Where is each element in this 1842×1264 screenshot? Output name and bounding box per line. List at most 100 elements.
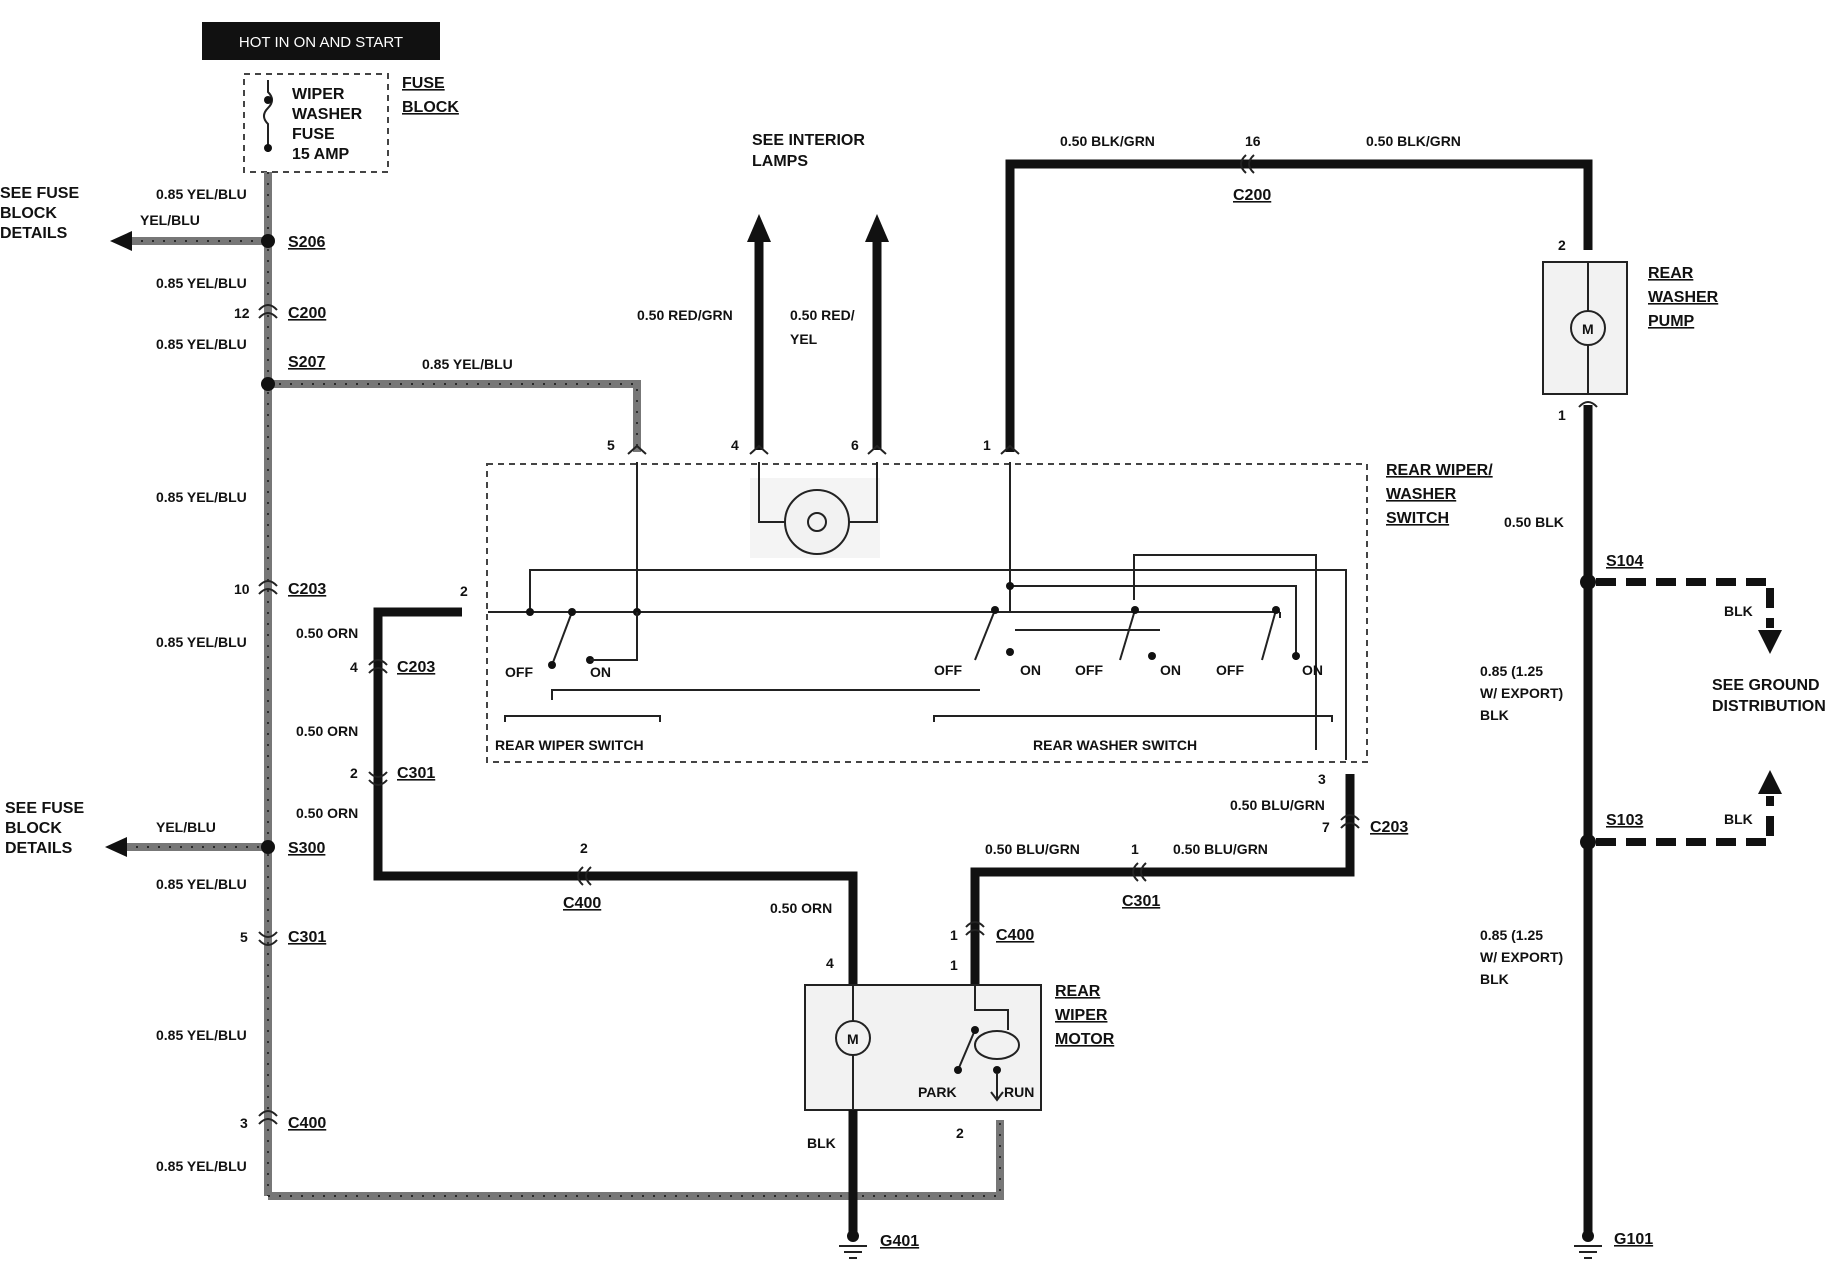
connector-c301-icon — [258, 931, 278, 946]
wire-label: YEL/BLU — [156, 819, 216, 835]
pin-label: 12 — [234, 305, 250, 321]
pin-label: 4 — [350, 659, 358, 675]
wire-label: 0.85 YEL/BLU — [156, 186, 247, 202]
wire-label: 0.50 ORN — [296, 805, 358, 821]
switch-internal-bus — [529, 569, 1347, 760]
arrow-down-icon — [990, 1091, 1004, 1102]
connector-label: C301 — [1122, 893, 1160, 910]
wire-label: 0.50 BLU/GRN — [1230, 797, 1325, 813]
pump-component-label: WASHER — [1648, 289, 1719, 306]
see-fuse-block-label: BLOCK — [5, 820, 62, 837]
pin-label: 2 — [350, 765, 358, 781]
arrow-down-icon — [1758, 630, 1782, 654]
wire-label: 0.85 YEL/BLU — [156, 1158, 247, 1174]
ground-label: G401 — [880, 1233, 919, 1250]
pin-connector-icon — [867, 444, 887, 455]
see-ground-distribution-label: SEE GROUND — [1712, 677, 1820, 694]
pin-label: 4 — [731, 437, 739, 453]
rear-wiper-washer-switch-box — [486, 463, 1368, 763]
wire-label: 0.50 RED/ — [790, 307, 855, 323]
switch-component-label: SWITCH — [1386, 510, 1449, 527]
pump-motor-symbol: M — [1582, 321, 1594, 337]
wire-label: 0.85 YEL/BLU — [156, 634, 247, 650]
blk-grn-wire — [1005, 159, 1593, 452]
switch-contact — [1131, 606, 1139, 614]
park-switch-blade — [957, 1029, 976, 1071]
connector-c203-icon — [368, 659, 388, 674]
wire-label: 0.50 BLK/GRN — [1060, 133, 1155, 149]
pin-label: 7 — [1322, 819, 1330, 835]
pin-label: 2 — [460, 583, 468, 599]
connector-label: C203 — [288, 581, 326, 598]
pump-component-label: REAR — [1648, 265, 1694, 282]
connector-c203-icon — [1340, 814, 1360, 829]
motor-contact — [971, 1026, 979, 1034]
switch-position-label: OFF — [934, 662, 962, 678]
motor-contact — [954, 1066, 962, 1074]
splice-s104 — [1580, 574, 1596, 590]
switch-component-label: REAR WIPER/ — [1386, 462, 1493, 479]
switch-position-label: OFF — [1216, 662, 1244, 678]
motor-component-label: REAR — [1055, 983, 1101, 1000]
arrow-left-icon — [110, 231, 132, 251]
park-label: PARK — [918, 1084, 957, 1100]
wire-label: 0.85 (1.25 — [1480, 927, 1543, 943]
rear-washer-switch-label: REAR WASHER SWITCH — [1033, 737, 1197, 753]
switch-internal-bus — [551, 689, 980, 700]
switch-position-label: ON — [1302, 662, 1323, 678]
switch-position-label: ON — [1160, 662, 1181, 678]
ground-g101-icon — [1582, 1230, 1594, 1242]
wire-label: BLK — [1724, 603, 1753, 619]
header-text: HOT IN ON AND START — [239, 34, 403, 51]
switch-position-label: OFF — [1075, 662, 1103, 678]
motor-contact — [993, 1066, 1001, 1074]
splice-s207 — [261, 377, 275, 391]
wire-label: W/ EXPORT) — [1480, 949, 1563, 965]
connector-label: C400 — [563, 895, 601, 912]
s207-branch-wire — [268, 380, 641, 452]
connector-c301-icon — [368, 771, 388, 786]
switch-position-label: OFF — [505, 664, 533, 680]
see-fuse-block-label: DETAILS — [5, 840, 73, 857]
switch-contact — [568, 608, 576, 616]
fuse-terminal — [264, 96, 272, 104]
splice-label: S300 — [288, 840, 325, 857]
connector-label: C200 — [1233, 187, 1271, 204]
switch-indicator-lamp-filament — [807, 512, 827, 532]
switch-contact — [1148, 652, 1156, 660]
motor-component-label: MOTOR — [1055, 1031, 1115, 1048]
rear-wiper-motor-box — [804, 984, 1042, 1111]
pin-connector-icon — [749, 444, 769, 455]
switch-internal-bus — [1133, 554, 1317, 750]
fuse-label: 15 AMP — [292, 146, 350, 163]
washer-switch-blade — [974, 609, 996, 661]
wire-label: BLK — [1724, 811, 1753, 827]
pump-component-label: PUMP — [1648, 313, 1695, 330]
wire-label: YEL — [790, 331, 818, 347]
wire-label: 0.85 YEL/BLU — [156, 489, 247, 505]
run-label: RUN — [1004, 1084, 1034, 1100]
ground-label: G101 — [1614, 1231, 1653, 1248]
rear-washer-pump-box — [1542, 261, 1628, 395]
pin-label: 5 — [607, 437, 615, 453]
s207-branch-pattern — [268, 383, 638, 452]
pin-label: 3 — [240, 1115, 248, 1131]
pin-connector-icon — [1000, 444, 1020, 455]
switch-contact — [1292, 652, 1300, 660]
pin-label: 2 — [580, 840, 588, 856]
see-fuse-block-label: SEE FUSE — [5, 800, 84, 817]
connector-c203-icon — [258, 580, 278, 595]
pin-label: 1 — [1131, 841, 1139, 857]
pin-label: 2 — [956, 1125, 964, 1141]
fuse-label: WIPER — [292, 86, 345, 103]
washer-switch-bracket — [933, 715, 1333, 722]
arrow-up-icon — [1758, 770, 1782, 794]
connector-label: C301 — [288, 929, 326, 946]
connector-label: C203 — [1370, 819, 1408, 836]
switch-internal-wire — [849, 462, 878, 523]
see-interior-lamps-label: SEE INTERIOR — [752, 132, 865, 149]
switch-internal-wire — [758, 462, 785, 523]
switch-internal-bus — [1010, 585, 1297, 660]
wire-label: 0.50 ORN — [770, 900, 832, 916]
wire-label: BLK — [807, 1135, 836, 1151]
